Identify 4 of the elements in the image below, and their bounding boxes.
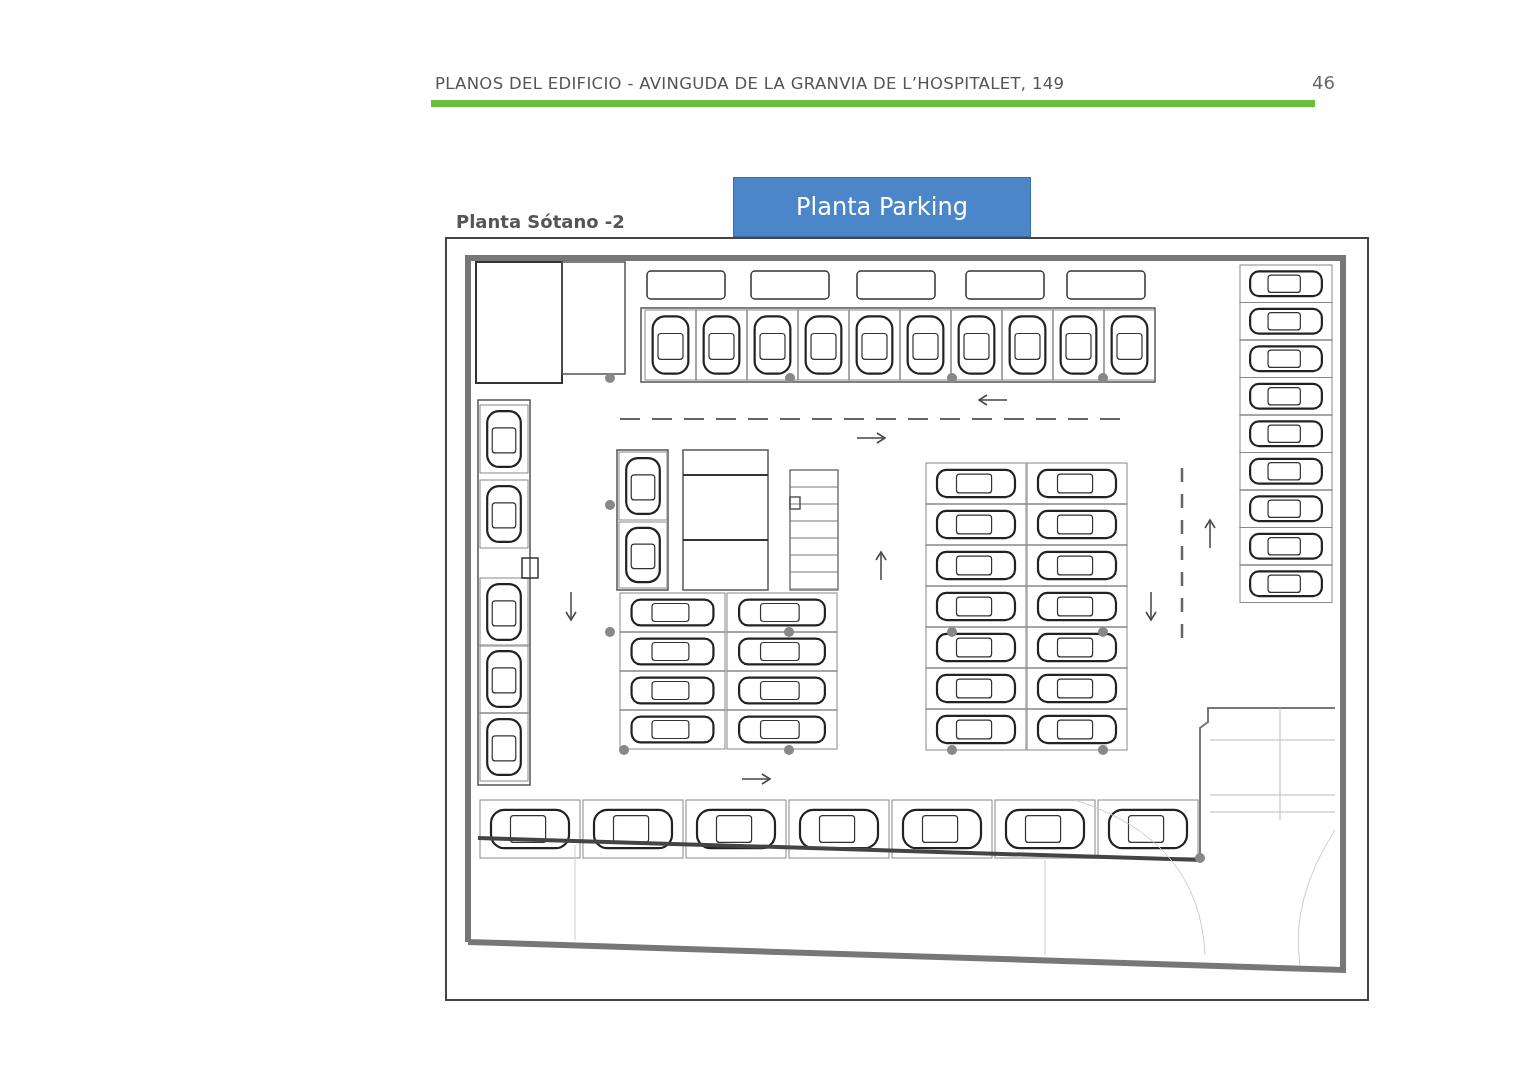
title-box: Planta Parking <box>733 177 1031 237</box>
floor-heading: Planta Sótano -2 <box>456 211 625 232</box>
page-number: 46 <box>1312 72 1335 93</box>
page-header-title: PLANOS DEL EDIFICIO - AVINGUDA DE LA GRANVIA DE L’HOSPITALET, 149 <box>435 74 1065 93</box>
